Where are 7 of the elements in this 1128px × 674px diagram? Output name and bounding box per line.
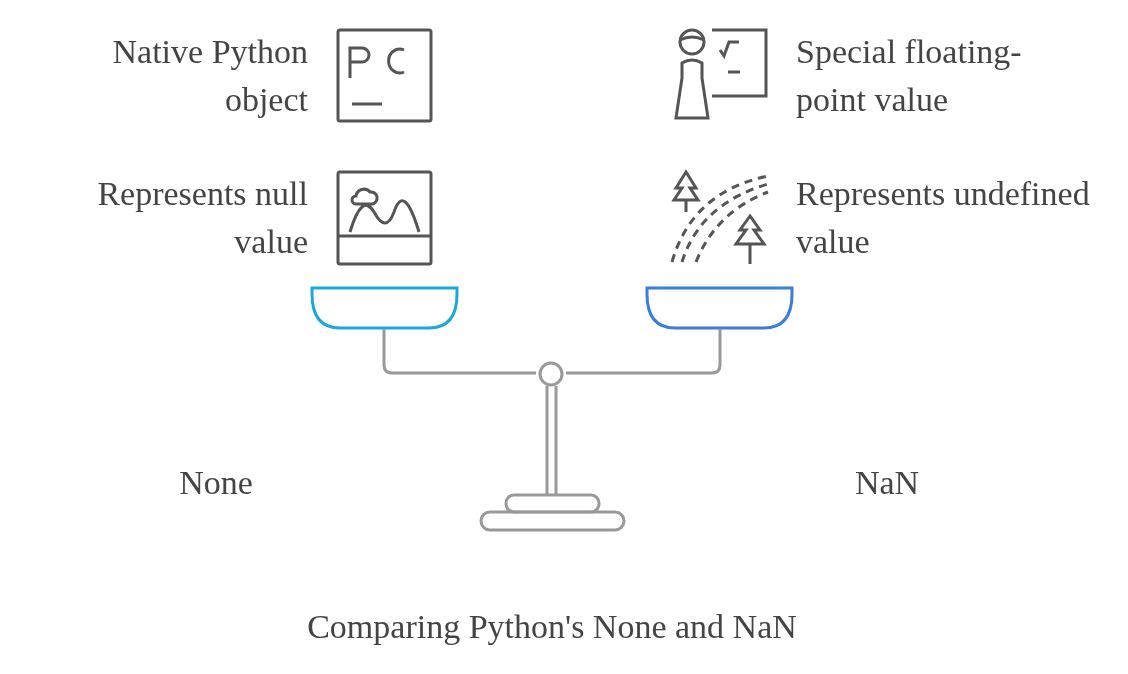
description-text: Special floating-point value	[796, 32, 1023, 120]
pan-label: None	[178, 463, 254, 503]
description-text: Represents undefined value	[796, 174, 1091, 262]
pan-label: NaN	[853, 463, 921, 503]
caption: Comparing Python's None and NaN	[306, 607, 798, 647]
description-text: Native Python object	[111, 32, 308, 120]
description-text: Represents null value	[96, 174, 308, 262]
